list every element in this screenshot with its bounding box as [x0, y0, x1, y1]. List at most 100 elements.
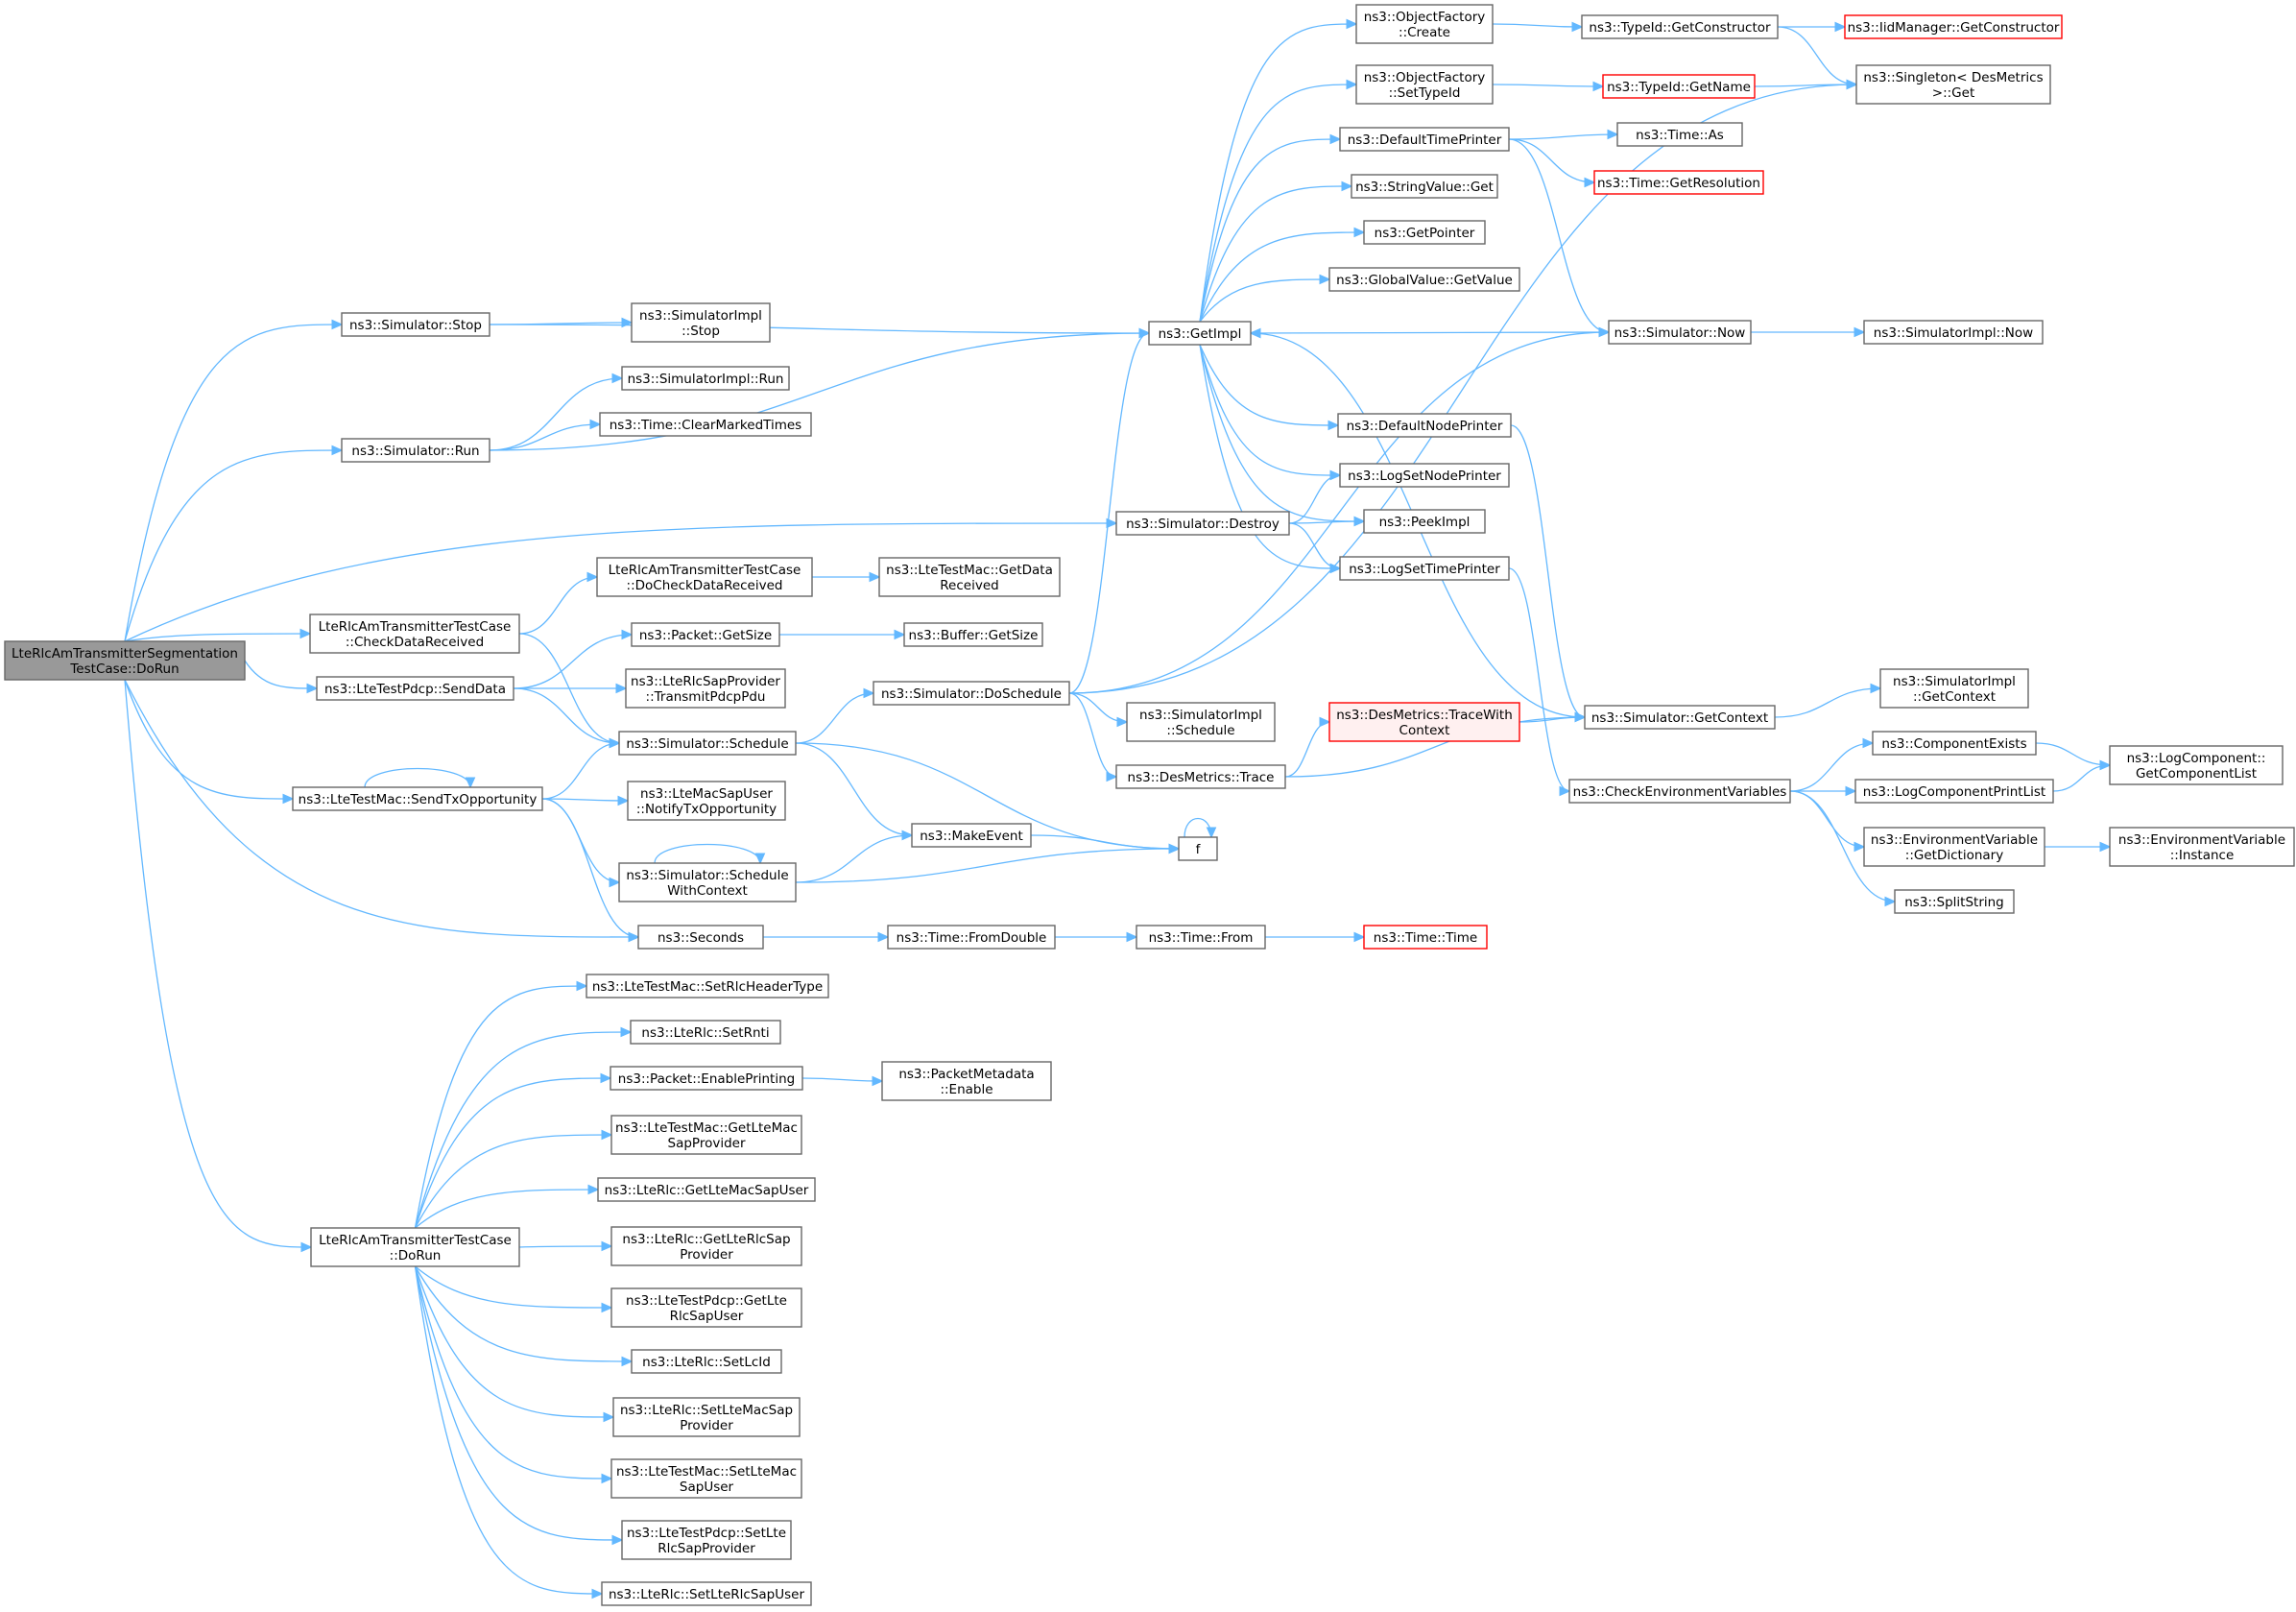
node-typeIdGetName[interactable]: ns3::TypeId::GetName [1602, 74, 1756, 99]
node-timeTime[interactable]: ns3::Time::Time [1363, 925, 1488, 950]
node-box-logSetNode[interactable] [1339, 463, 1510, 488]
node-box-fromDouble[interactable] [887, 925, 1056, 950]
node-singletonGet[interactable]: ns3::Singleton< DesMetrics>::Get [1855, 64, 2051, 105]
node-implNow[interactable]: ns3::SimulatorImpl::Now [1863, 320, 2044, 345]
node-box-getLteMacSapProv[interactable] [610, 1115, 802, 1155]
node-enablePrint[interactable]: ns3::Packet::EnablePrinting [610, 1066, 803, 1091]
node-box-seconds[interactable] [637, 925, 764, 950]
node-box-implStop[interactable] [631, 302, 771, 343]
node-simNow[interactable]: ns3::Simulator::Now [1608, 320, 1752, 345]
node-box-setRnti[interactable] [630, 1020, 781, 1045]
node-box-notifyTx[interactable] [627, 781, 786, 821]
node-box-setLteRlcSapProv[interactable] [621, 1520, 792, 1560]
node-box-setLteMacSapUser[interactable] [610, 1458, 802, 1499]
node-envGetDict[interactable]: ns3::EnvironmentVariable::GetDictionary [1863, 827, 2045, 867]
node-box-timeTime[interactable] [1363, 925, 1488, 950]
node-f[interactable]: f [1178, 836, 1218, 861]
node-box-typeIdGetCtor[interactable] [1581, 14, 1779, 39]
node-box-simDestroy[interactable] [1115, 511, 1290, 536]
node-peekImpl[interactable]: ns3::PeekImpl [1363, 509, 1486, 534]
node-box-timeGetRes[interactable] [1593, 170, 1764, 195]
node-box-logSetTime[interactable] [1339, 556, 1510, 581]
node-box-enablePrint[interactable] [610, 1066, 803, 1091]
node-logCompList[interactable]: ns3::LogComponent::GetComponentList [2109, 745, 2284, 785]
node-logSetTime[interactable]: ns3::LogSetTimePrinter [1339, 556, 1510, 581]
node-implSchedule[interactable]: ns3::SimulatorImpl::Schedule [1126, 702, 1276, 742]
node-schedule[interactable]: ns3::Simulator::Schedule [618, 731, 797, 756]
node-simDestroy[interactable]: ns3::Simulator::Destroy [1115, 511, 1290, 536]
node-box-schedule[interactable] [618, 731, 797, 756]
node-box-envGetDict[interactable] [1863, 827, 2045, 867]
node-box-traceWithCtx[interactable] [1328, 702, 1520, 742]
node-setLcId[interactable]: ns3::LteRlc::SetLcId [631, 1349, 782, 1374]
node-box-ofCreate[interactable] [1355, 4, 1494, 44]
node-implStop[interactable]: ns3::SimulatorImpl::Stop [631, 302, 771, 343]
node-box-simStop[interactable] [341, 312, 490, 337]
node-box-simGetCtx[interactable] [1584, 705, 1776, 730]
node-box-getPointer[interactable] [1363, 220, 1486, 245]
node-ofSetTypeId[interactable]: ns3::ObjectFactory::SetTypeId [1355, 64, 1494, 105]
node-desTrace[interactable]: ns3::DesMetrics::Trace [1115, 764, 1286, 789]
node-envInstance[interactable]: ns3::EnvironmentVariable::Instance [2109, 827, 2295, 867]
node-box-simNow[interactable] [1608, 320, 1752, 345]
node-setRnti[interactable]: ns3::LteRlc::SetRnti [630, 1020, 781, 1045]
node-setLteRlcSapUser[interactable]: ns3::LteRlc::SetLteRlcSapUser [601, 1581, 812, 1606]
node-box-getImpl[interactable] [1148, 321, 1252, 346]
node-sendTxOpp[interactable]: ns3::LteTestMac::SendTxOpportunity [292, 786, 543, 811]
node-fromDouble[interactable]: ns3::Time::FromDouble [887, 925, 1056, 950]
node-box-transmitPdcp[interactable] [625, 668, 786, 709]
node-box-pktGetSize[interactable] [631, 622, 780, 647]
node-timeGetRes[interactable]: ns3::Time::GetResolution [1593, 170, 1764, 195]
node-implRun[interactable]: ns3::SimulatorImpl::Run [621, 366, 790, 391]
node-checkEnv[interactable]: ns3::CheckEnvironmentVariables [1568, 779, 1791, 804]
node-box-getLteRlcSapUser[interactable] [610, 1287, 802, 1328]
node-typeIdGetCtor[interactable]: ns3::TypeId::GetConstructor [1581, 14, 1779, 39]
node-seconds[interactable]: ns3::Seconds [637, 925, 764, 950]
node-box-compExists[interactable] [1872, 731, 2037, 756]
node-box-implGetCtx[interactable] [1879, 668, 2029, 709]
node-box-getLteRlcSapProv[interactable] [610, 1226, 802, 1266]
node-box-getData[interactable] [878, 557, 1061, 597]
node-box-strValGet[interactable] [1351, 174, 1498, 199]
node-box-timeAs[interactable] [1616, 122, 1743, 147]
node-box-schedCtx[interactable] [618, 862, 797, 902]
node-pktGetSize[interactable]: ns3::Packet::GetSize [631, 622, 780, 647]
node-box-f[interactable] [1178, 836, 1218, 861]
node-box-setHdr[interactable] [586, 974, 829, 998]
node-box-checkEnv[interactable] [1568, 779, 1791, 804]
node-box-logCompList[interactable] [2109, 745, 2284, 785]
node-implGetCtx[interactable]: ns3::SimulatorImpl::GetContext [1879, 668, 2029, 709]
node-checkData[interactable]: LteRlcAmTransmitterTestCase::CheckDataRe… [309, 614, 520, 654]
node-timeAs[interactable]: ns3::Time::As [1616, 122, 1743, 147]
node-clearMarked[interactable]: ns3::Time::ClearMarkedTimes [599, 412, 812, 437]
node-root[interactable]: LteRlcAmTransmitterSegmentationTestCase:… [4, 640, 246, 681]
node-timeFrom[interactable]: ns3::Time::From [1136, 925, 1266, 950]
node-sendData[interactable]: ns3::LteTestPdcp::SendData [316, 676, 514, 701]
node-bufGetSize[interactable]: ns3::Buffer::GetSize [903, 622, 1043, 647]
node-box-defTimePrinter[interactable] [1339, 127, 1510, 152]
node-box-sendData[interactable] [316, 676, 514, 701]
node-testDoRun[interactable]: LteRlcAmTransmitterTestCase::DoRun [310, 1227, 520, 1267]
node-box-makeEvent[interactable] [911, 823, 1032, 848]
node-box-ofSetTypeId[interactable] [1355, 64, 1494, 105]
node-makeEvent[interactable]: ns3::MakeEvent [911, 823, 1032, 848]
node-simRun[interactable]: ns3::Simulator::Run [341, 438, 490, 463]
node-box-implSchedule[interactable] [1126, 702, 1276, 742]
node-ofCreate[interactable]: ns3::ObjectFactory::Create [1355, 4, 1494, 44]
node-defNodePrinter[interactable]: ns3::DefaultNodePrinter [1337, 413, 1512, 438]
node-transmitPdcp[interactable]: ns3::LteRlcSapProvider::TransmitPdcpPdu [625, 668, 786, 709]
node-box-logCompPrint[interactable] [1854, 779, 2054, 804]
node-box-doCheck[interactable] [596, 557, 813, 597]
node-compExists[interactable]: ns3::ComponentExists [1872, 731, 2037, 756]
node-box-implRun[interactable] [621, 366, 790, 391]
node-defTimePrinter[interactable]: ns3::DefaultTimePrinter [1339, 127, 1510, 152]
node-pmEnable[interactable]: ns3::PacketMetadata::Enable [881, 1061, 1052, 1101]
node-box-checkData[interactable] [309, 614, 520, 654]
node-box-setLcId[interactable] [631, 1349, 782, 1374]
